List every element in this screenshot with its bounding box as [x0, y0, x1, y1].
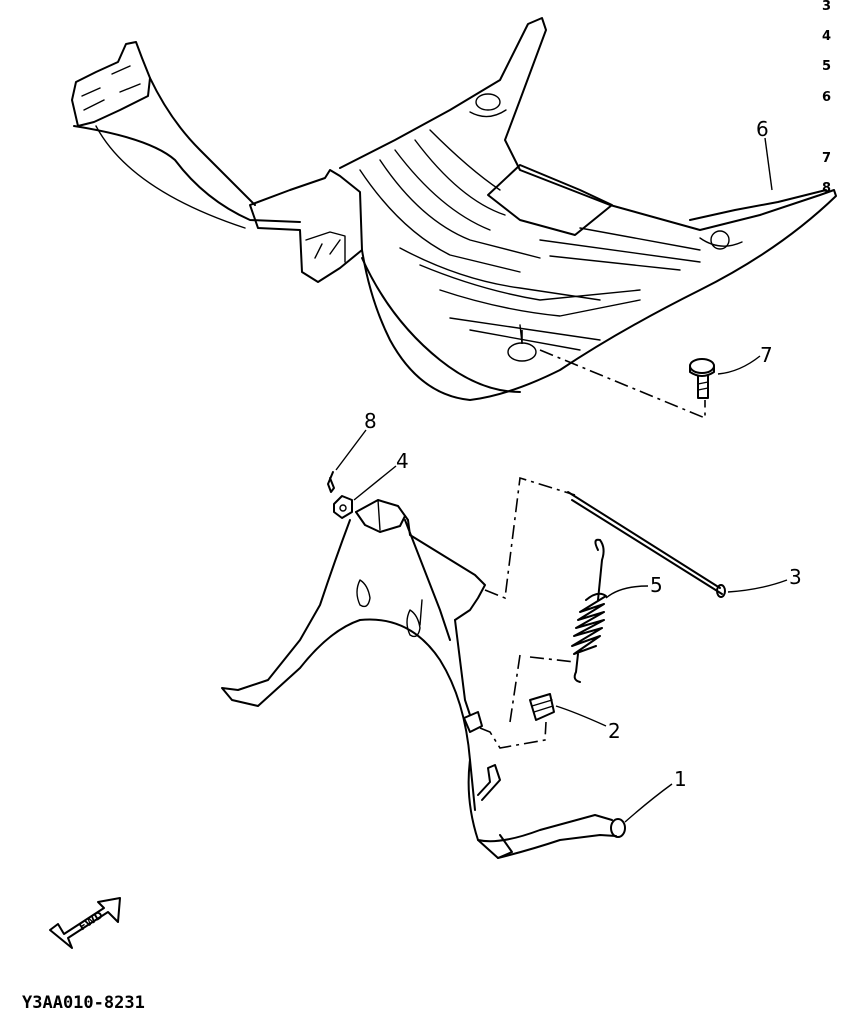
- callout-3: 3: [789, 565, 802, 589]
- legend-num-4: 4: [822, 29, 831, 44]
- forward-arrow-icon: FWD: [49, 897, 121, 949]
- legend-numbers: 3 4 5 6 7 8: [822, 0, 831, 196]
- callout-4: 4: [396, 449, 409, 473]
- legend-num-6: 6: [822, 90, 831, 105]
- callout-1: 1: [674, 767, 687, 791]
- fwd-label: FWD: [77, 910, 105, 933]
- legend-num-7: 7: [822, 151, 831, 166]
- leader-lines: [335, 137, 788, 823]
- bolt: [689, 358, 715, 399]
- cotter-pin: [327, 471, 335, 493]
- callout-8: 8: [364, 409, 377, 433]
- legend-num-5: 5: [822, 59, 831, 74]
- callout-5: 5: [650, 573, 663, 597]
- stand-arm: [477, 764, 626, 859]
- legend-num-3: 3: [822, 0, 831, 14]
- spacer: [463, 693, 555, 733]
- callout-7: 7: [760, 343, 773, 367]
- nut: [333, 495, 353, 519]
- pivot-shaft: [567, 491, 726, 598]
- legend-num-8: 8: [822, 181, 831, 196]
- diagram-code: Y3AA010-8231: [22, 993, 145, 1013]
- callout-6: 6: [756, 117, 769, 141]
- center-stand: [221, 499, 513, 859]
- callout-2: 2: [608, 719, 621, 743]
- return-spring: [571, 538, 607, 683]
- assembly-lines: [479, 330, 706, 749]
- footrest-panel: [71, 17, 837, 401]
